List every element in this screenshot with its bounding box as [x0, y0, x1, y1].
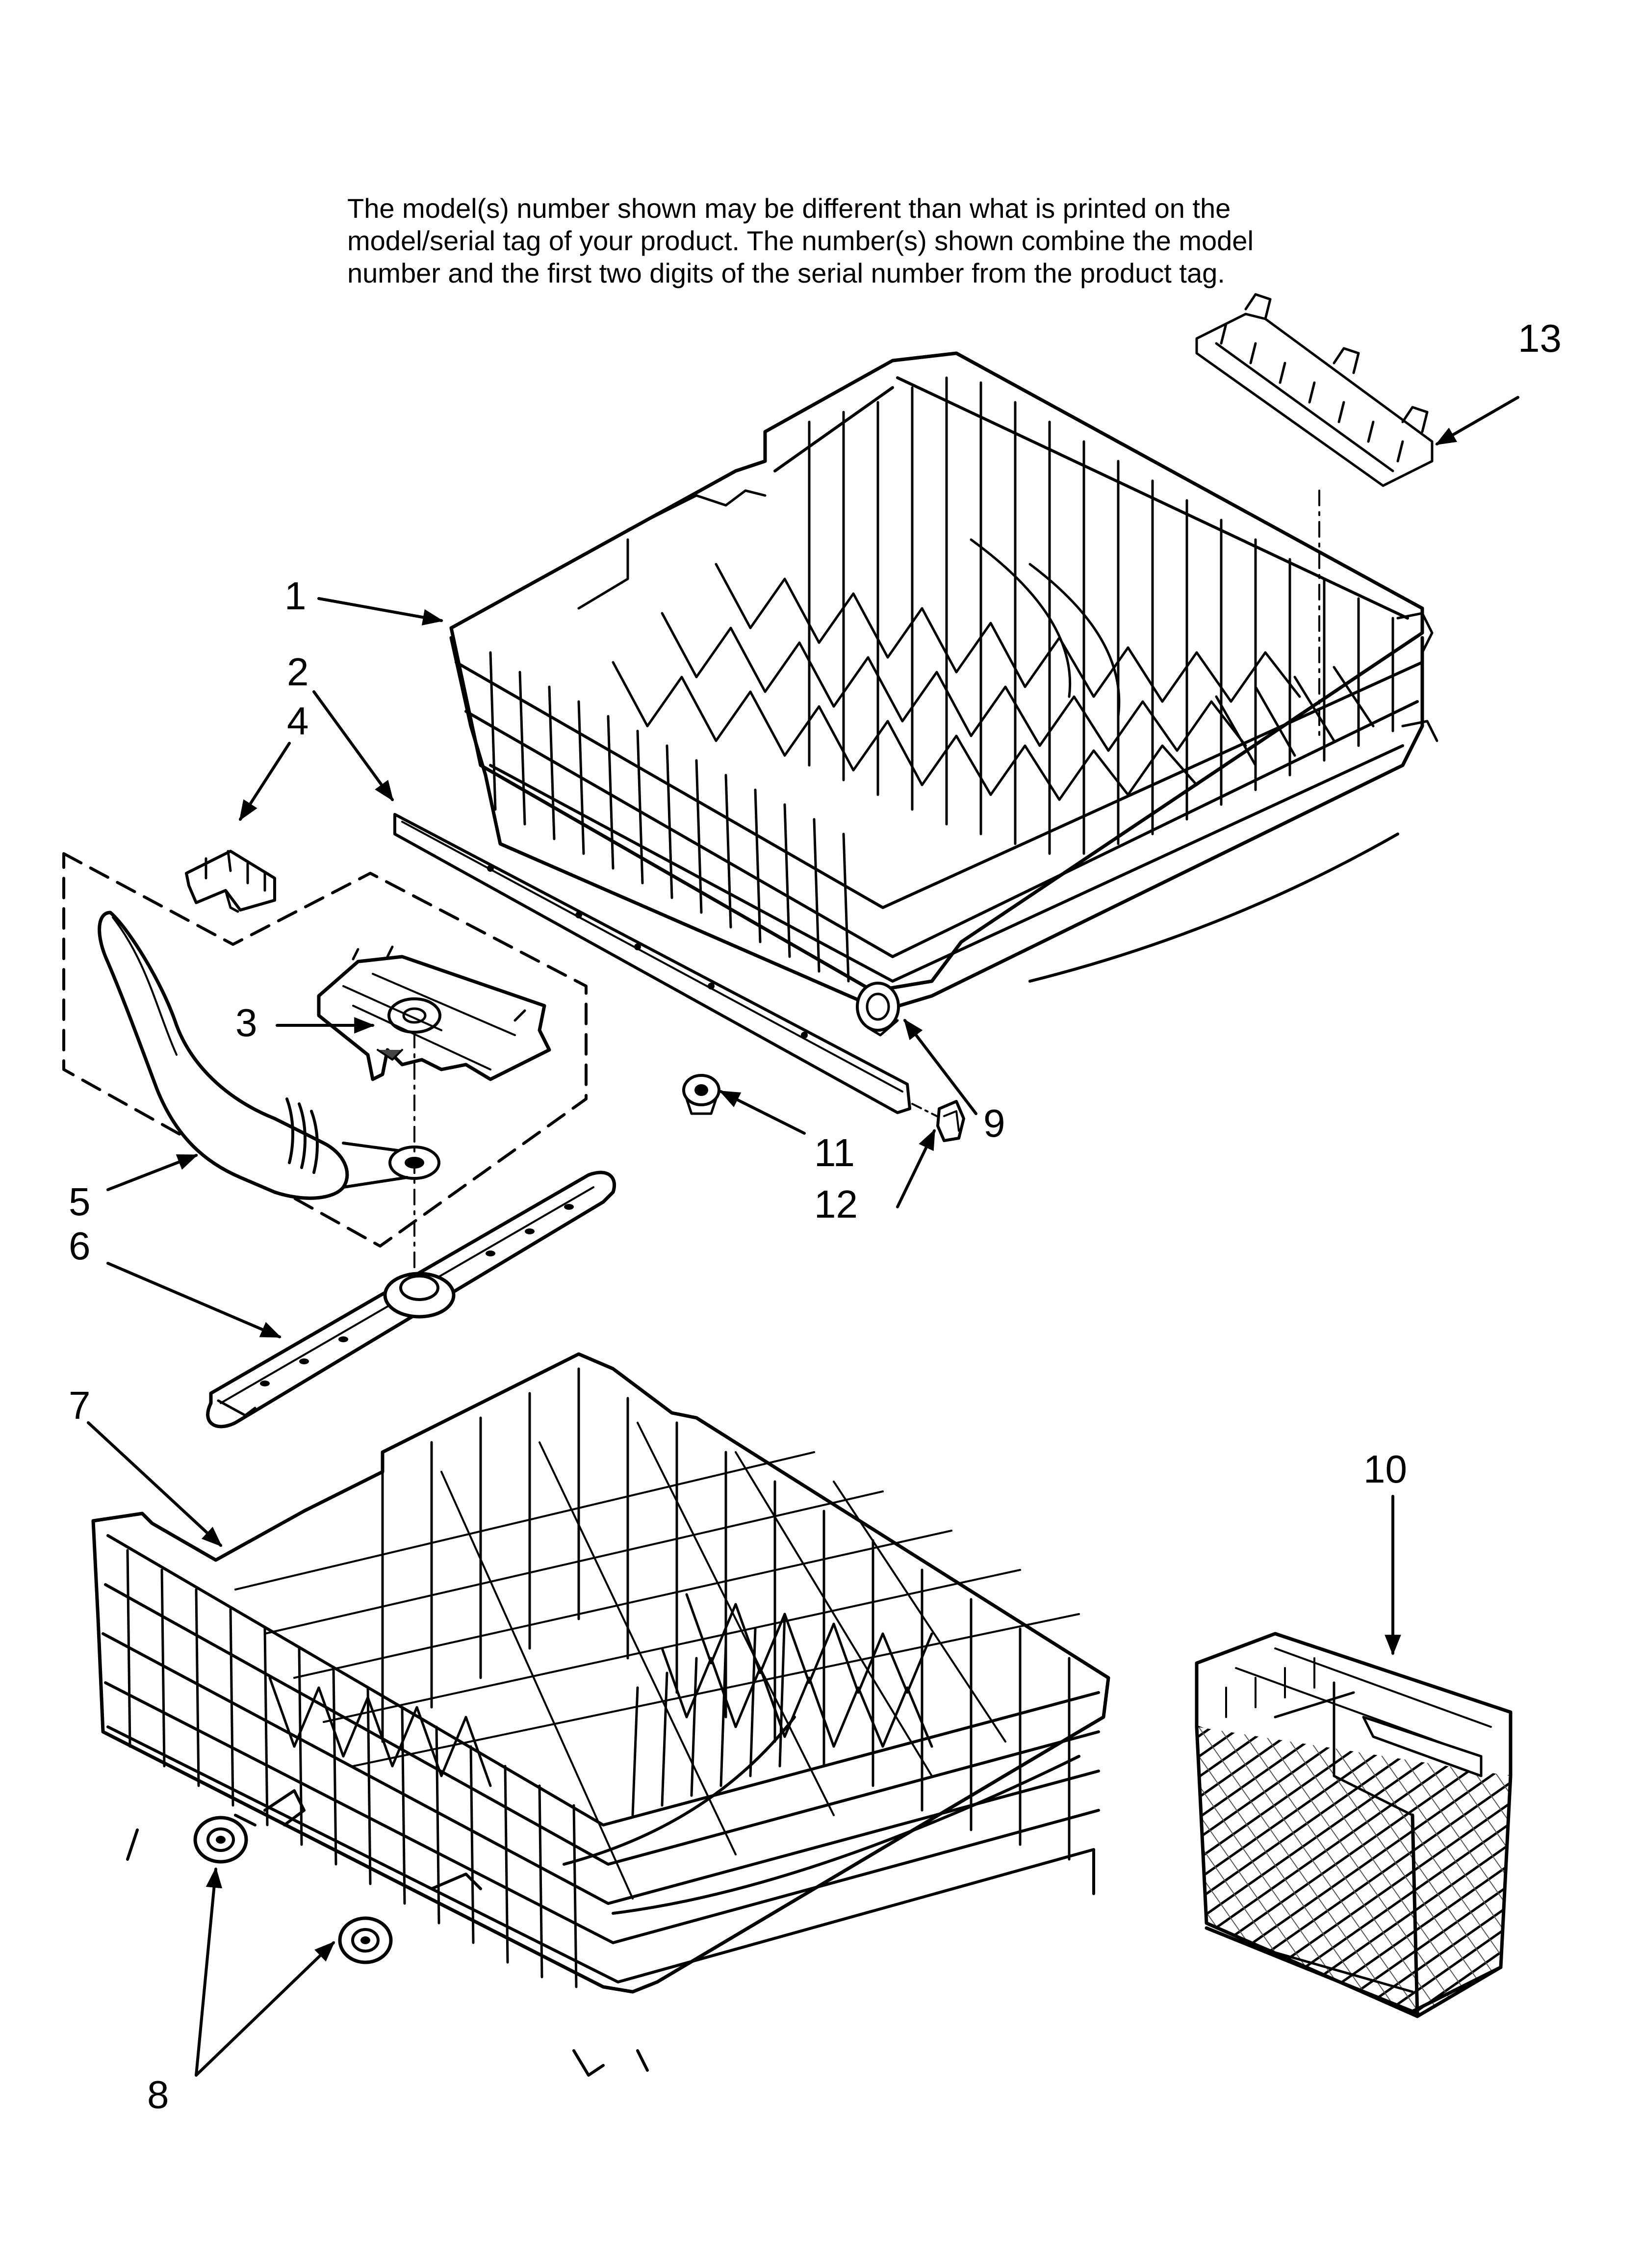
callout-9: 9: [983, 1101, 1005, 1145]
clip-4: [185, 850, 276, 913]
callout-5: 5: [69, 1180, 91, 1224]
callout-12: 12: [814, 1182, 858, 1226]
callout-10: 10: [1363, 1447, 1407, 1491]
upper-rack: [449, 351, 1438, 1013]
leader-7: [87, 1421, 223, 1547]
callout-11: 11: [814, 1131, 855, 1174]
leader-1: [317, 597, 444, 626]
assembly-dashed-box: [62, 852, 588, 1248]
lower-rack: [91, 1352, 1110, 2077]
leader-arrows: [87, 396, 1519, 2077]
notice-line-1: The model(s) number shown may be differe…: [347, 193, 1231, 224]
rail-stop-12: [936, 1100, 965, 1142]
callout-7: 7: [69, 1383, 91, 1427]
callout-4: 4: [287, 699, 309, 743]
leader-8a: [195, 1867, 223, 2077]
leader-6: [106, 1262, 282, 1338]
wheel-8a: [193, 1816, 248, 1864]
model-number-notice: The model(s) number shown may be differe…: [347, 192, 1328, 289]
feed-tube-5: [98, 911, 440, 1200]
leader-13: [1435, 396, 1519, 445]
callout-3: 3: [235, 1001, 257, 1044]
leader-4: [239, 742, 291, 821]
notice-line-2: model/serial tag of your product. The nu…: [347, 225, 1254, 256]
leader-9: [903, 1018, 977, 1115]
callout-8: 8: [147, 2073, 169, 2116]
spray-arm-mount-3: [317, 945, 551, 1081]
leader-2: [312, 690, 394, 802]
tine-insert-13: [1195, 293, 1434, 487]
callout-1: 1: [284, 574, 307, 618]
callout-2: 2: [287, 650, 309, 694]
leader-12: [896, 1129, 936, 1208]
callout-13: 13: [1518, 316, 1562, 360]
roller-9: [856, 982, 900, 1037]
notice-line-3: number and the first two digits of the s…: [347, 258, 1225, 288]
roller-11: [682, 1074, 720, 1115]
leader-5: [106, 1154, 198, 1191]
callout-6: 6: [69, 1224, 91, 1268]
rack-rail-2: [393, 813, 911, 1114]
silverware-basket-10: [1195, 1632, 1513, 2018]
wheel-8b: [338, 1916, 393, 1964]
spray-arm-6: [206, 1171, 616, 1429]
leader-11: [719, 1090, 806, 1135]
leader-8b: [195, 1941, 335, 2077]
